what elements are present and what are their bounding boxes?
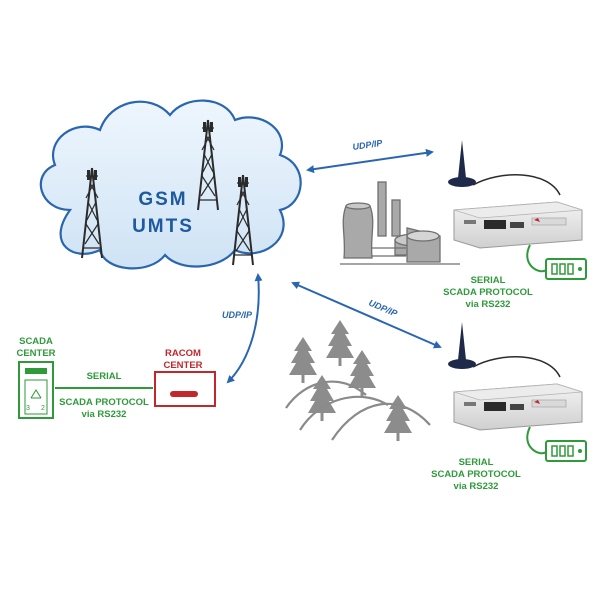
udp-link-top xyxy=(306,148,434,174)
racom-center-label-line1: RACOM xyxy=(165,348,201,359)
center-via-label: via RS232 xyxy=(82,409,127,420)
udp-label-center: UDP/IP xyxy=(222,310,253,320)
remote2-protocol-label: SCADA PROTOCOL xyxy=(431,469,521,480)
center-serial-label: SERIAL xyxy=(87,371,122,382)
remote2-serial-label: SERIAL xyxy=(459,457,494,468)
udp-label-top: UDP/IP xyxy=(352,138,384,152)
scada-center-label-line1: SCADA xyxy=(19,336,53,347)
udp-link-center xyxy=(226,273,263,384)
svg-text:2: 2 xyxy=(41,405,45,412)
racom-center-device-icon xyxy=(154,371,216,407)
remote2-via-label: via RS232 xyxy=(454,481,499,492)
svg-text:3: 3 xyxy=(26,405,30,412)
rtu-terminal-icon xyxy=(545,440,587,462)
udp-link-middle xyxy=(291,281,442,349)
remote1-via-label: via RS232 xyxy=(466,299,511,310)
hills-forest-icon xyxy=(285,320,431,441)
cloud-label-umts: UMTS xyxy=(132,216,194,237)
serial-cable-remote-2 xyxy=(526,426,547,455)
radio-modem-remote-2 xyxy=(447,321,583,431)
antenna-cable-icon xyxy=(472,356,561,378)
cloud-label-gsm: GSM xyxy=(138,189,187,210)
center-protocol-label: SCADA PROTOCOL xyxy=(59,397,149,408)
scada-center-label-line2: CENTER xyxy=(16,348,55,359)
radio-modem-remote-1 xyxy=(447,139,583,249)
power-plant-icon xyxy=(340,181,460,265)
remote1-protocol-label: SCADA PROTOCOL xyxy=(443,287,533,298)
udp-label-middle: UDP/IP xyxy=(367,298,399,319)
rtu-terminal-icon xyxy=(545,258,587,280)
scada-center-device-icon: 3 2 xyxy=(18,361,54,419)
network-cloud xyxy=(39,99,302,270)
racom-center-label-line2: CENTER xyxy=(163,360,202,371)
serial-cable-remote-1 xyxy=(526,244,547,273)
antenna-cable-icon xyxy=(472,174,561,196)
remote1-serial-label: SERIAL xyxy=(471,275,506,286)
